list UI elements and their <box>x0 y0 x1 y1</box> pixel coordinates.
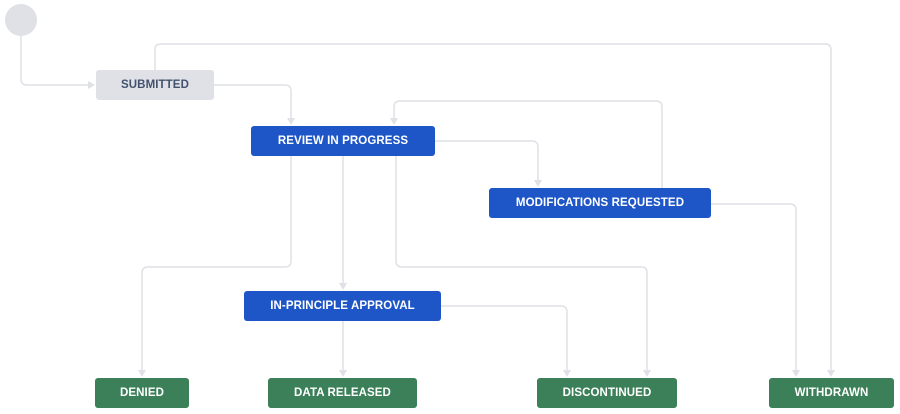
edge-modifications-review <box>393 100 663 188</box>
status-review-in-progress[interactable]: REVIEW IN PROGRESS <box>251 126 435 156</box>
arrowhead-review-from-submitted <box>287 118 295 125</box>
arrowhead-submitted <box>88 81 95 89</box>
status-denied[interactable]: DENIED <box>95 378 189 408</box>
arrowhead-withdrawn-from-modifications <box>792 370 800 377</box>
edge-modifications-withdrawn <box>711 203 797 370</box>
arrowhead-withdrawn-from-submitted <box>827 370 835 377</box>
arrowhead-discontinued-from-approval <box>563 370 571 377</box>
start-node[interactable] <box>5 4 37 36</box>
arrowhead-approval <box>339 283 347 290</box>
edge-review-modifications <box>435 140 539 180</box>
edge-review-denied <box>141 156 292 370</box>
arrowhead-discontinued-from-review <box>643 370 651 377</box>
status-modifications-requested[interactable]: MODIFICATIONS REQUESTED <box>489 188 711 218</box>
status-in-principle-approval[interactable]: IN-PRINCIPLE APPROVAL <box>244 291 441 321</box>
status-submitted[interactable]: SUBMITTED <box>96 70 214 100</box>
edge-start-submitted <box>20 36 88 86</box>
edge-submitted-review <box>214 84 292 118</box>
arrowhead-data-released <box>339 370 347 377</box>
arrowhead-modifications <box>534 180 542 187</box>
status-discontinued[interactable]: DISCONTINUED <box>537 378 677 408</box>
arrowhead-review-from-modifications <box>390 118 398 125</box>
status-data-released[interactable]: DATA RELEASED <box>268 378 417 408</box>
edge-review-discontinued <box>395 156 648 370</box>
edge-submitted-withdrawn <box>154 43 832 370</box>
status-withdrawn[interactable]: WITHDRAWN <box>769 378 894 408</box>
arrowhead-denied <box>138 370 146 377</box>
edge-approval-discontinued <box>441 305 568 370</box>
